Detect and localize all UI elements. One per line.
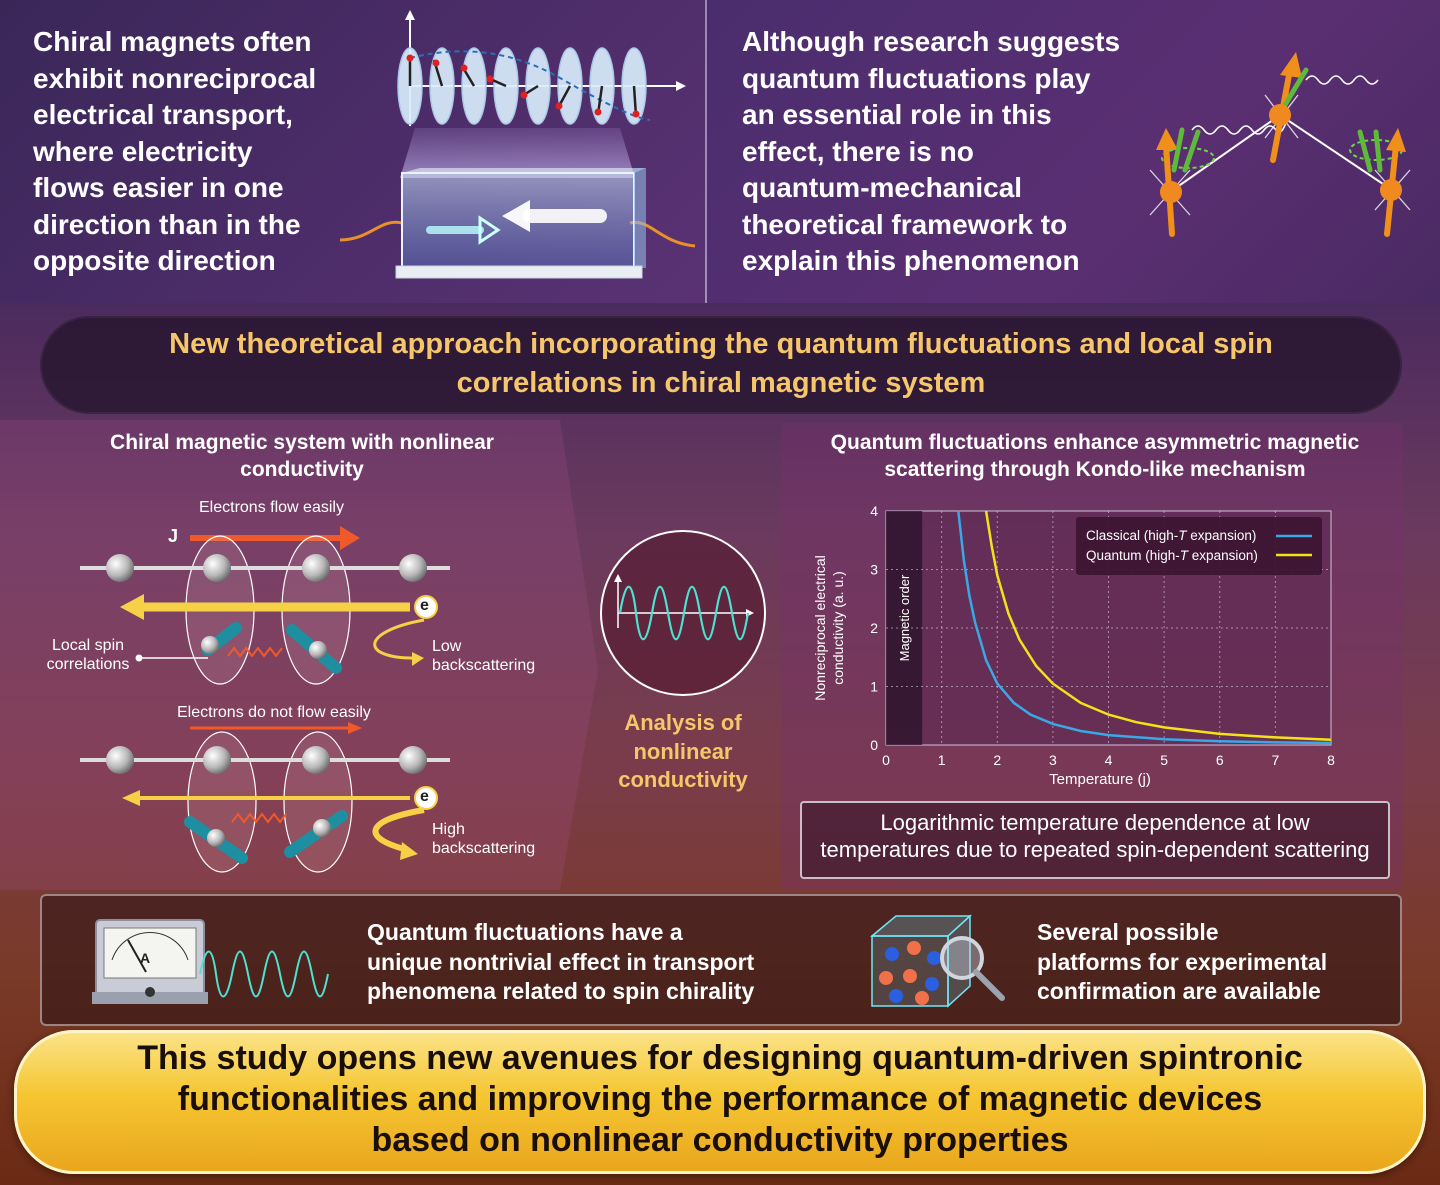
- electron-label-bottom: e: [420, 788, 429, 805]
- x-tick-label: 7: [1271, 752, 1279, 768]
- left-panel-bg: [0, 420, 598, 890]
- electron-label-top: e: [420, 597, 429, 614]
- series-classical-line: [957, 510, 1332, 745]
- low-backscattering-label: Low backscattering: [432, 638, 536, 674]
- x-tick-label: 8: [1327, 752, 1335, 768]
- analysis-label: Analysis of nonlinear conductivity: [618, 710, 748, 792]
- magnetic-order-label: Magnetic order: [897, 574, 912, 661]
- ammeter-label: A: [140, 950, 151, 966]
- quantum-spin-illustration: [1149, 52, 1411, 237]
- flow-hard-label: Electrons do not flow easily: [177, 704, 371, 721]
- current-arrow: [340, 526, 360, 550]
- intro-panel-right: [707, 0, 1440, 303]
- intro-text-left: Chiral magnets often exhibit nonreciproc…: [33, 26, 317, 276]
- x-tick-label: 4: [1105, 752, 1113, 768]
- high-backscattering-label: High backscattering: [432, 821, 536, 857]
- x-tick-label: 5: [1160, 752, 1168, 768]
- x-tick-label: 1: [938, 752, 946, 768]
- local-spin-label: Local spin correlations: [46, 637, 130, 673]
- flow-easy-label: Electrons flow easily: [199, 499, 344, 516]
- y-tick-label: 1: [870, 679, 878, 695]
- approach-banner-text: New theoretical approach incorporating t…: [169, 328, 1273, 399]
- findings-text-right: Several possible platforms for experimen…: [1037, 919, 1328, 1004]
- panel-divider: [705, 0, 707, 303]
- y-tick-label: 3: [870, 562, 878, 578]
- x-tick-label: 6: [1216, 752, 1224, 768]
- x-tick-label: 2: [993, 752, 1001, 768]
- x-axis-label: Temperature (j): [1049, 771, 1151, 788]
- chiral-device-illustration: [339, 10, 696, 279]
- conclusion-text: This study opens new avenues for designi…: [137, 1039, 1303, 1159]
- approach-banner: New theoretical approach incorporating t…: [40, 316, 1402, 414]
- scattering-diagram: [80, 526, 450, 873]
- y-tick-label: 0: [870, 737, 878, 753]
- oscillation-circle: [600, 530, 766, 696]
- legend-entry-classical: Classical (high-T expansion): [1086, 528, 1256, 543]
- chart-ticks: 0 1 2 3 4 5 6 7 8 0 1 2 3 4: [870, 503, 1335, 768]
- ammeter-icon: [92, 919, 329, 1004]
- series-quantum-line: [984, 510, 1332, 741]
- chart-caption-box: Logarithmic temperature dependence at lo…: [800, 801, 1390, 879]
- findings-box: [40, 894, 1402, 1026]
- intro-text-right: Although research suggests quantum fluct…: [742, 26, 1121, 276]
- x-tick-label: 0: [882, 752, 890, 768]
- y-tick-label: 2: [870, 620, 878, 636]
- crystal-lattice-icon: [869, 914, 1005, 1008]
- y-tick-label: 4: [870, 503, 878, 519]
- legend-entry-quantum: Quantum (high-T expansion): [1086, 548, 1258, 563]
- conclusion-banner: This study opens new avenues for designi…: [14, 1030, 1426, 1174]
- right-panel-title: Quantum fluctuations enhance asymmetric …: [830, 431, 1360, 481]
- chart-caption: Logarithmic temperature dependence at lo…: [820, 810, 1370, 862]
- chart-series: [957, 510, 1332, 745]
- conductivity-chart: 0 1 2 3 4 5 6 7 8 0 1 2 3 4 Magnetic order Temperatur…: [812, 503, 1335, 788]
- chart-legend: Classical (high-T expansion) Quantum (hi…: [1076, 517, 1322, 575]
- findings-text-left: Quantum fluctuations have a unique nontr…: [367, 919, 755, 1004]
- x-tick-label: 3: [1049, 752, 1057, 768]
- current-j-label: J: [168, 526, 179, 546]
- left-panel-title: Chiral magnetic system with nonlinear co…: [110, 431, 494, 481]
